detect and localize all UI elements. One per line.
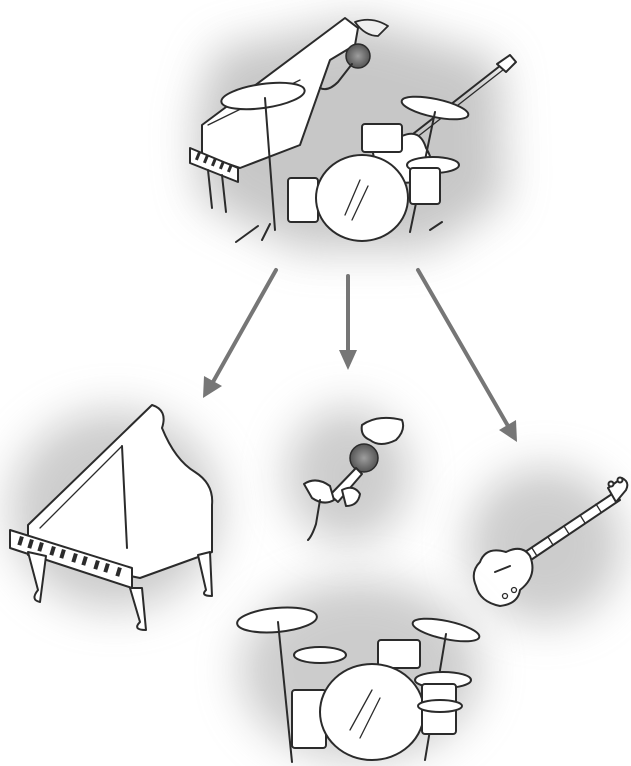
arrow-to-microphone: [339, 274, 357, 370]
piano-keys: [17, 536, 122, 577]
band-microphone: [319, 18, 389, 91]
drum-kit-icon: [236, 580, 481, 763]
band-piano-keys: [195, 152, 233, 173]
electric-guitar-icon: [467, 467, 629, 623]
microphone-icon: [286, 407, 410, 543]
arrow-to-guitar: [416, 268, 517, 442]
band-drums: [220, 81, 470, 243]
band-instruments-icon: [189, 17, 517, 250]
arrow-to-piano: [203, 268, 278, 398]
guitar-frets: [531, 503, 602, 557]
grand-piano-icon: [9, 404, 220, 631]
